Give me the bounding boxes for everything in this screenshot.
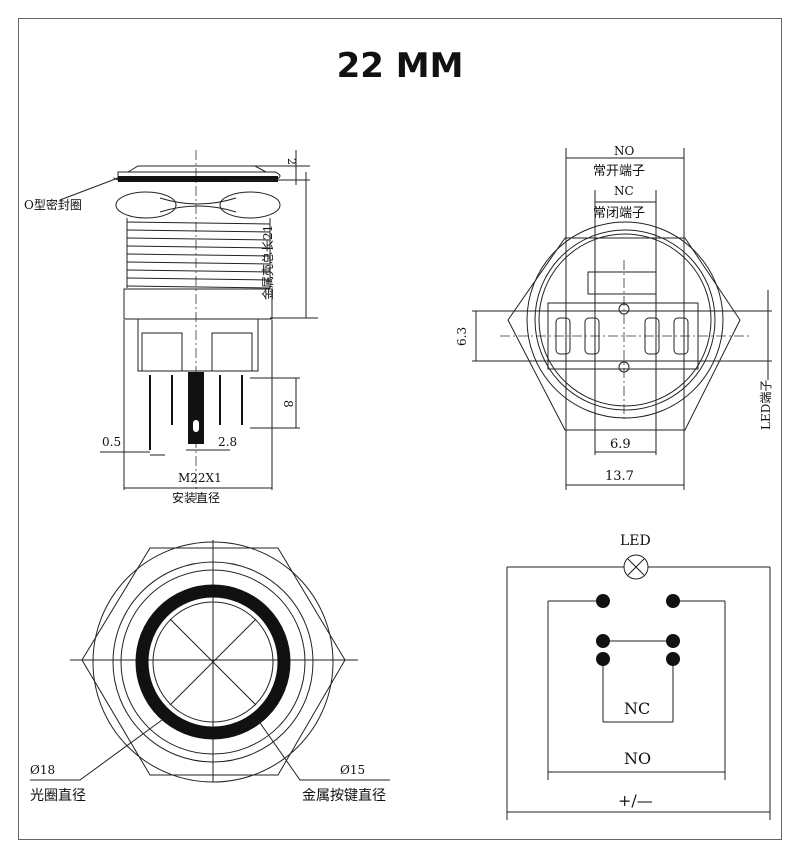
terminal-dots <box>596 594 680 666</box>
nc-label: NC <box>624 699 650 718</box>
ring-diameter-label: 光圈直径 <box>30 787 86 804</box>
no-terminal-label: 常开端子 <box>593 164 645 179</box>
cap-dimension: 2 <box>285 158 298 165</box>
drawing-frame <box>18 18 782 840</box>
circuit-diagram: LED NC NO +/— <box>506 533 771 820</box>
led-label: LED <box>620 533 651 549</box>
light-ring <box>135 584 291 740</box>
o-ring-label: O型密封圈 <box>24 197 82 212</box>
ring-diameter: Ø18 <box>30 763 55 777</box>
outer-width-dimension: 13.7 <box>605 469 634 484</box>
button-diameter: Ø15 <box>340 763 365 777</box>
button-diameter-label: 金属按键直径 <box>302 787 386 804</box>
no-label: NO <box>624 749 651 768</box>
inner-width-dimension: 6.9 <box>610 437 631 452</box>
rear-view: NO 常开端子 NC 常闭端子 6.3 LED端子 6.9 13.7 <box>455 144 773 490</box>
no-label: NO <box>614 144 635 158</box>
thread <box>126 218 271 289</box>
power-label: +/— <box>618 791 653 810</box>
nc-label: NC <box>614 184 634 198</box>
led-terminal-label: LED端子 <box>759 380 773 430</box>
nc-terminal-label: 常闭端子 <box>593 206 645 221</box>
pin-length-dimension: 8 <box>281 400 295 408</box>
pin-width-dimension: 0.5 <box>102 435 121 449</box>
o-ring <box>118 176 278 182</box>
thread-dimension: M22X1 <box>178 471 222 485</box>
length-label: 金属壳总长21 <box>260 225 275 300</box>
led-lamp-icon <box>623 554 649 580</box>
size-title: 22 MM <box>336 46 464 86</box>
height-dimension: 6.3 <box>455 327 469 346</box>
front-view: Ø18 光圈直径 Ø15 金属按键直径 <box>30 540 390 804</box>
tab-width-dimension: 2.8 <box>218 435 237 449</box>
side-view: O型密封圈 2 金属壳总长21 8 0.5 2.8 M22X1 安装直径 <box>24 150 318 505</box>
mount-label: 安装直径 <box>172 490 220 505</box>
